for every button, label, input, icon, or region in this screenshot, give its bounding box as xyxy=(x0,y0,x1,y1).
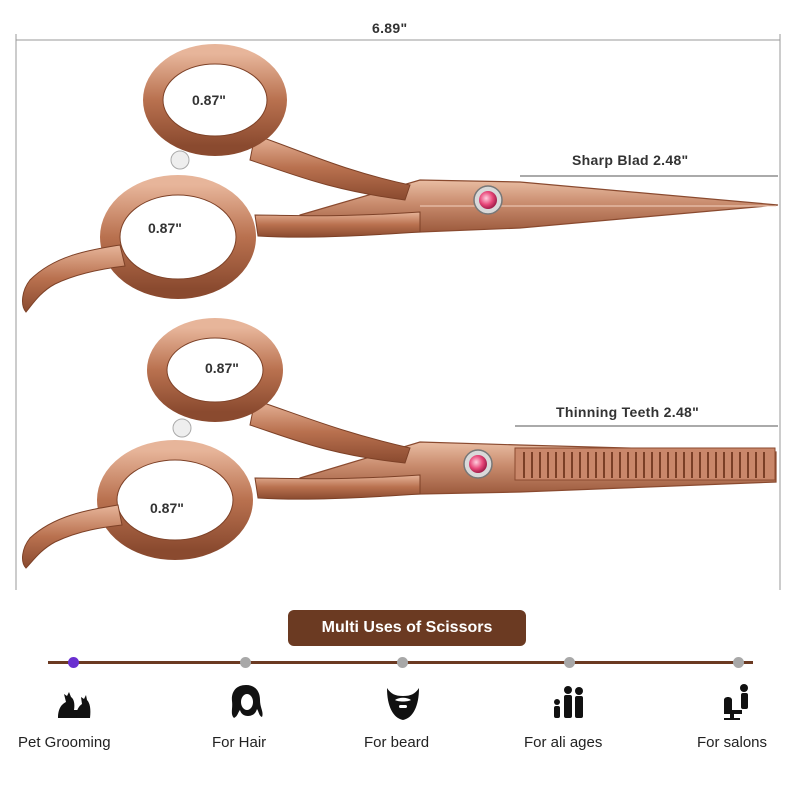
scissor2-upper-ring-label: 0.87" xyxy=(205,360,239,376)
use-label-beard: For beard xyxy=(364,734,430,751)
uses-title-banner: Multi Uses of Scissors xyxy=(288,610,526,646)
timeline-dot-1 xyxy=(68,657,79,668)
scissor1-upper-ring-label: 0.87" xyxy=(192,92,226,108)
timeline-dot-5 xyxy=(733,657,744,668)
thinning-scissor xyxy=(22,318,777,569)
straight-scissor xyxy=(22,44,779,313)
hair-icon xyxy=(231,685,263,718)
pet-icon xyxy=(58,692,91,718)
use-label-pet-grooming: Pet Grooming xyxy=(18,734,111,751)
scissors-illustration xyxy=(15,34,781,590)
timeline-dot-4 xyxy=(564,657,575,668)
use-label-salons: For salons xyxy=(697,734,768,751)
salon-chair-icon xyxy=(724,684,748,720)
overall-length-line xyxy=(15,34,781,590)
timeline-dot-3 xyxy=(397,657,408,668)
overall-length-label: 6.89" xyxy=(372,20,408,36)
timeline-dot-2 xyxy=(240,657,251,668)
use-label-hair: For Hair xyxy=(212,734,267,751)
beard-icon xyxy=(387,688,419,720)
family-icon xyxy=(554,686,583,718)
thinning-teeth-label: Thinning Teeth 2.48" xyxy=(556,404,700,420)
sharp-blade-label: Sharp Blad 2.48" xyxy=(572,152,689,168)
scissor1-lower-ring-label: 0.87" xyxy=(148,220,182,236)
scissor2-lower-ring-label: 0.87" xyxy=(150,500,184,516)
use-label-all-ages: For ali ages xyxy=(524,734,603,751)
